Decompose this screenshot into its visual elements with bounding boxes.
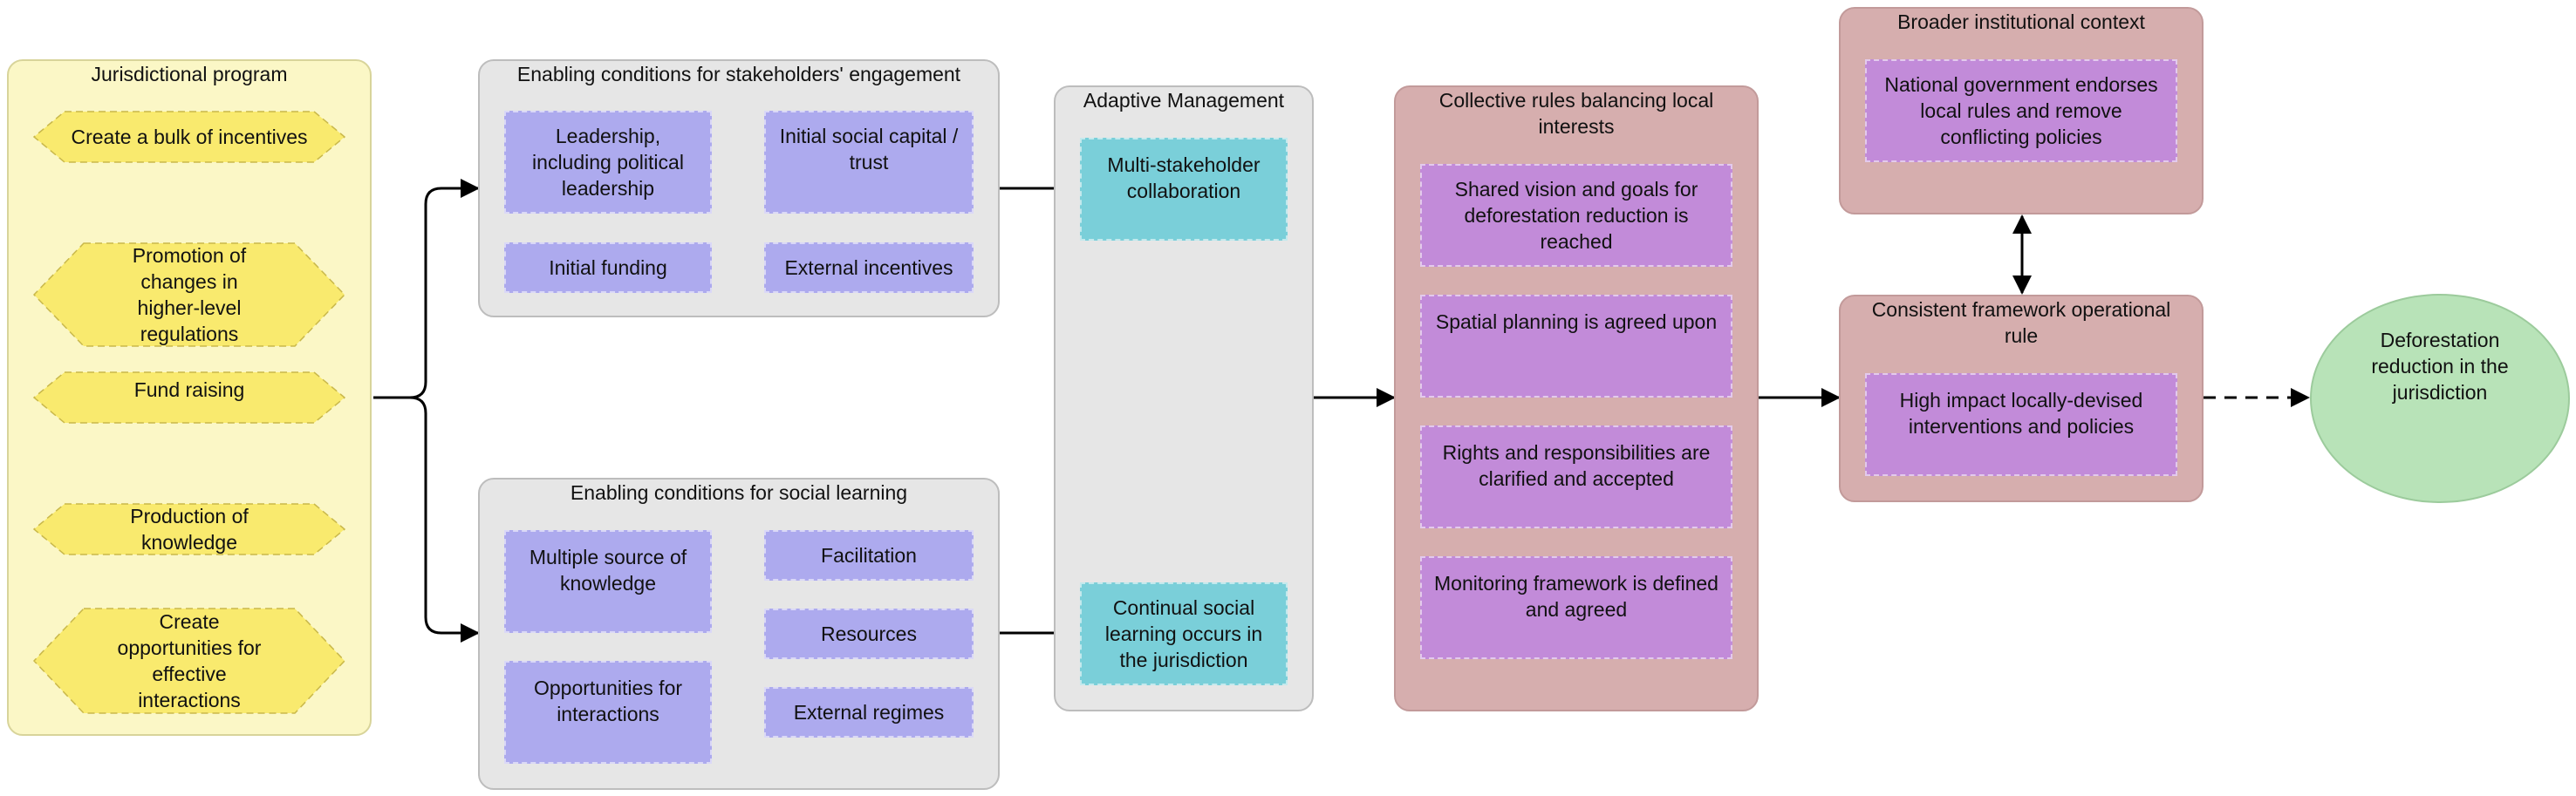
box-initial-funding: Initial funding (504, 242, 712, 293)
hexagon-label: Fund raising (133, 378, 245, 401)
hexagon-label: Create a bulk of incentives (71, 126, 308, 148)
box-high-impact-interventions: High impact locally-devised intervention… (1865, 373, 2177, 476)
box-multi-stakeholder-collaboration: Multi-stakeholder collaboration (1080, 138, 1288, 241)
box-opportunities-interactions: Opportunities for interactions (504, 661, 712, 764)
box-facilitation: Facilitation (764, 530, 974, 581)
hexagon-create-opportunities: Create opportunities for effective inter… (33, 608, 345, 714)
collective-rules-title: Collective rules balancing local interes… (1438, 89, 1714, 138)
box-leadership: Leadership, including political leadersh… (504, 111, 712, 214)
adaptive-management-title: Adaptive Management (1083, 89, 1285, 112)
program-to-engagement-arrow (373, 179, 480, 399)
box-shared-vision: Shared vision and goals for deforestatio… (1420, 164, 1732, 267)
hexagon-create-incentives: Create a bulk of incentives (33, 111, 345, 163)
social-learning-title: Enabling conditions for social learning (570, 481, 908, 504)
outcome-label: Deforestation reduction in the jurisdict… (2371, 329, 2509, 404)
box-continual-social-learning: Continual social learning occurs in the … (1080, 582, 1288, 685)
hexagon-fund-raising: Fund raising (33, 371, 345, 424)
stakeholders-engagement-title: Enabling conditions for stakeholders' en… (516, 63, 961, 85)
box-multiple-source-knowledge: Multiple source of knowledge (504, 530, 712, 633)
hexagon-production-knowledge: Production of knowledge (33, 503, 345, 555)
box-spatial-planning: Spatial planning is agreed upon (1420, 295, 1732, 398)
hexagon-promotion-regulations: Promotion of changes in higher-level reg… (33, 242, 345, 347)
box-external-regimes: External regimes (764, 687, 974, 738)
hexagon-label: Create opportunities for effective inter… (117, 610, 262, 711)
hexagon-label: Production of knowledge (130, 505, 249, 554)
box-monitoring-framework: Monitoring framework is defined and agre… (1420, 556, 1732, 659)
program-to-learning-arrow (409, 396, 480, 643)
broader-context-title: Broader institutional context (1897, 10, 2145, 33)
operational-rule-title: Consistent framework operational rule (1871, 298, 2171, 347)
jurisdictional-program-title: Jurisdictional program (91, 63, 288, 85)
box-external-incentives: External incentives (764, 242, 974, 293)
box-rights-responsibilities: Rights and responsibilities are clarifie… (1420, 425, 1732, 528)
box-national-government: National government endorses local rules… (1865, 59, 2177, 162)
outcome-deforestation-reduction: Deforestation reduction in the jurisdict… (2310, 294, 2570, 503)
hexagon-label: Promotion of changes in higher-level reg… (132, 244, 247, 345)
box-resources: Resources (764, 609, 974, 659)
box-initial-social-capital: Initial social capital / trust (764, 111, 974, 214)
